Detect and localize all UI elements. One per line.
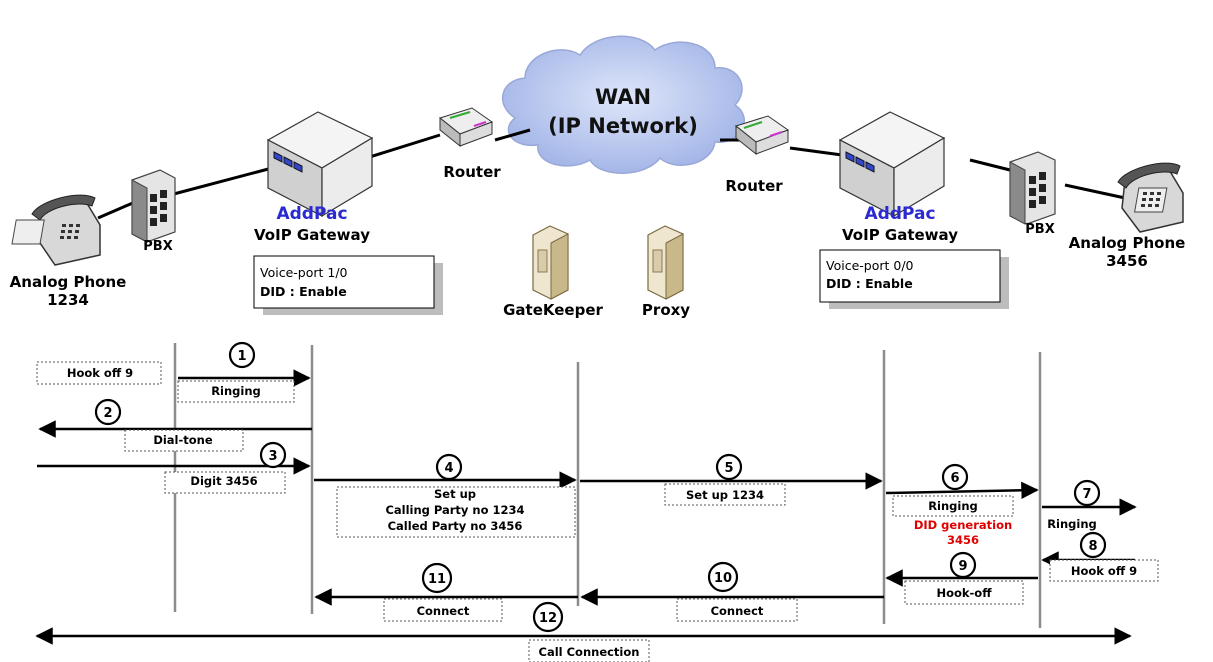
proxy-server-icon (647, 225, 684, 300)
right-brand-label: AddPac (864, 204, 935, 224)
right-phone-number: 3456 (1106, 252, 1148, 270)
wan-cloud-icon (501, 35, 746, 174)
right-pbx-label: PBX (1025, 222, 1054, 237)
proxy-label: Proxy (642, 301, 690, 319)
step-5: 5 (724, 461, 733, 476)
network-links (97, 128, 1126, 220)
step-6: 6 (950, 471, 959, 486)
voip-gateway-right-icon (838, 111, 946, 218)
msg-did-generation: DID generation (914, 518, 1012, 532)
right-config-did: DID : Enable (826, 276, 913, 291)
right-config-box (819, 249, 1001, 303)
msg-setup-title: Set up (434, 487, 476, 501)
left-config-box (253, 255, 435, 309)
router-right-icon (734, 115, 790, 156)
left-router-label: Router (443, 163, 501, 181)
msg-hook-off-left: Hook off 9 (67, 366, 133, 380)
step-2: 2 (103, 406, 112, 421)
pbx-left-icon (131, 169, 176, 243)
left-phone-label: Analog Phone (10, 273, 127, 291)
analog-phone-right-icon (1117, 162, 1184, 233)
msg-dial-tone: Dial-tone (153, 433, 213, 447)
step-circles (94, 341, 1107, 633)
gatekeeper-label: GateKeeper (503, 301, 603, 319)
step-11: 11 (428, 572, 446, 587)
left-gateway-label: VoIP Gateway (254, 226, 370, 244)
pbx-right-icon (1009, 151, 1056, 225)
msg-digit: Digit 3456 (190, 474, 257, 488)
step-9: 9 (958, 559, 967, 574)
step-3: 3 (268, 449, 277, 464)
analog-phone-left-icon (11, 194, 101, 266)
router-left-icon (438, 107, 494, 148)
right-phone-label: Analog Phone (1069, 234, 1186, 252)
wan-subtitle: (IP Network) (548, 114, 698, 138)
step-12: 12 (539, 611, 557, 626)
left-phone-number: 1234 (47, 291, 89, 309)
msg-ringing-1: Ringing (211, 384, 261, 398)
msg-setup-5: Set up 1234 (686, 488, 764, 502)
msg-call-connection: Call Connection (539, 645, 640, 659)
gatekeeper-server-icon (532, 225, 569, 300)
left-pbx-label: PBX (143, 239, 172, 254)
msg-did-number: 3456 (947, 533, 979, 547)
msg-hook-off-9: Hook-off (936, 586, 992, 600)
step-8: 8 (1088, 539, 1097, 554)
msg-setup-calling: Calling Party no 1234 (385, 503, 524, 517)
right-gateway-label: VoIP Gateway (842, 226, 958, 244)
msg-connect-11: Connect (417, 604, 470, 618)
wan-title: WAN (595, 85, 651, 109)
message-label-boxes (36, 361, 1159, 662)
step-4: 4 (444, 461, 453, 476)
left-config-port: Voice-port 1/0 (260, 265, 348, 280)
step-7: 7 (1082, 487, 1091, 502)
right-config-port: Voice-port 0/0 (826, 258, 914, 273)
left-brand-label: AddPac (276, 204, 347, 224)
msg-hook-off-right: Hook off 9 (1071, 564, 1137, 578)
msg-setup-called: Called Party no 3456 (388, 519, 523, 533)
voip-gateway-left-icon (266, 111, 374, 218)
msg-connect-10: Connect (711, 604, 764, 618)
step-10: 10 (714, 571, 732, 586)
msg-ringing-6: Ringing (928, 499, 978, 513)
step-1: 1 (237, 349, 246, 364)
left-config-did: DID : Enable (260, 284, 347, 299)
arrow-6 (885, 481, 1039, 500)
right-router-label: Router (725, 177, 783, 195)
msg-ringing-7: Ringing (1047, 517, 1097, 531)
